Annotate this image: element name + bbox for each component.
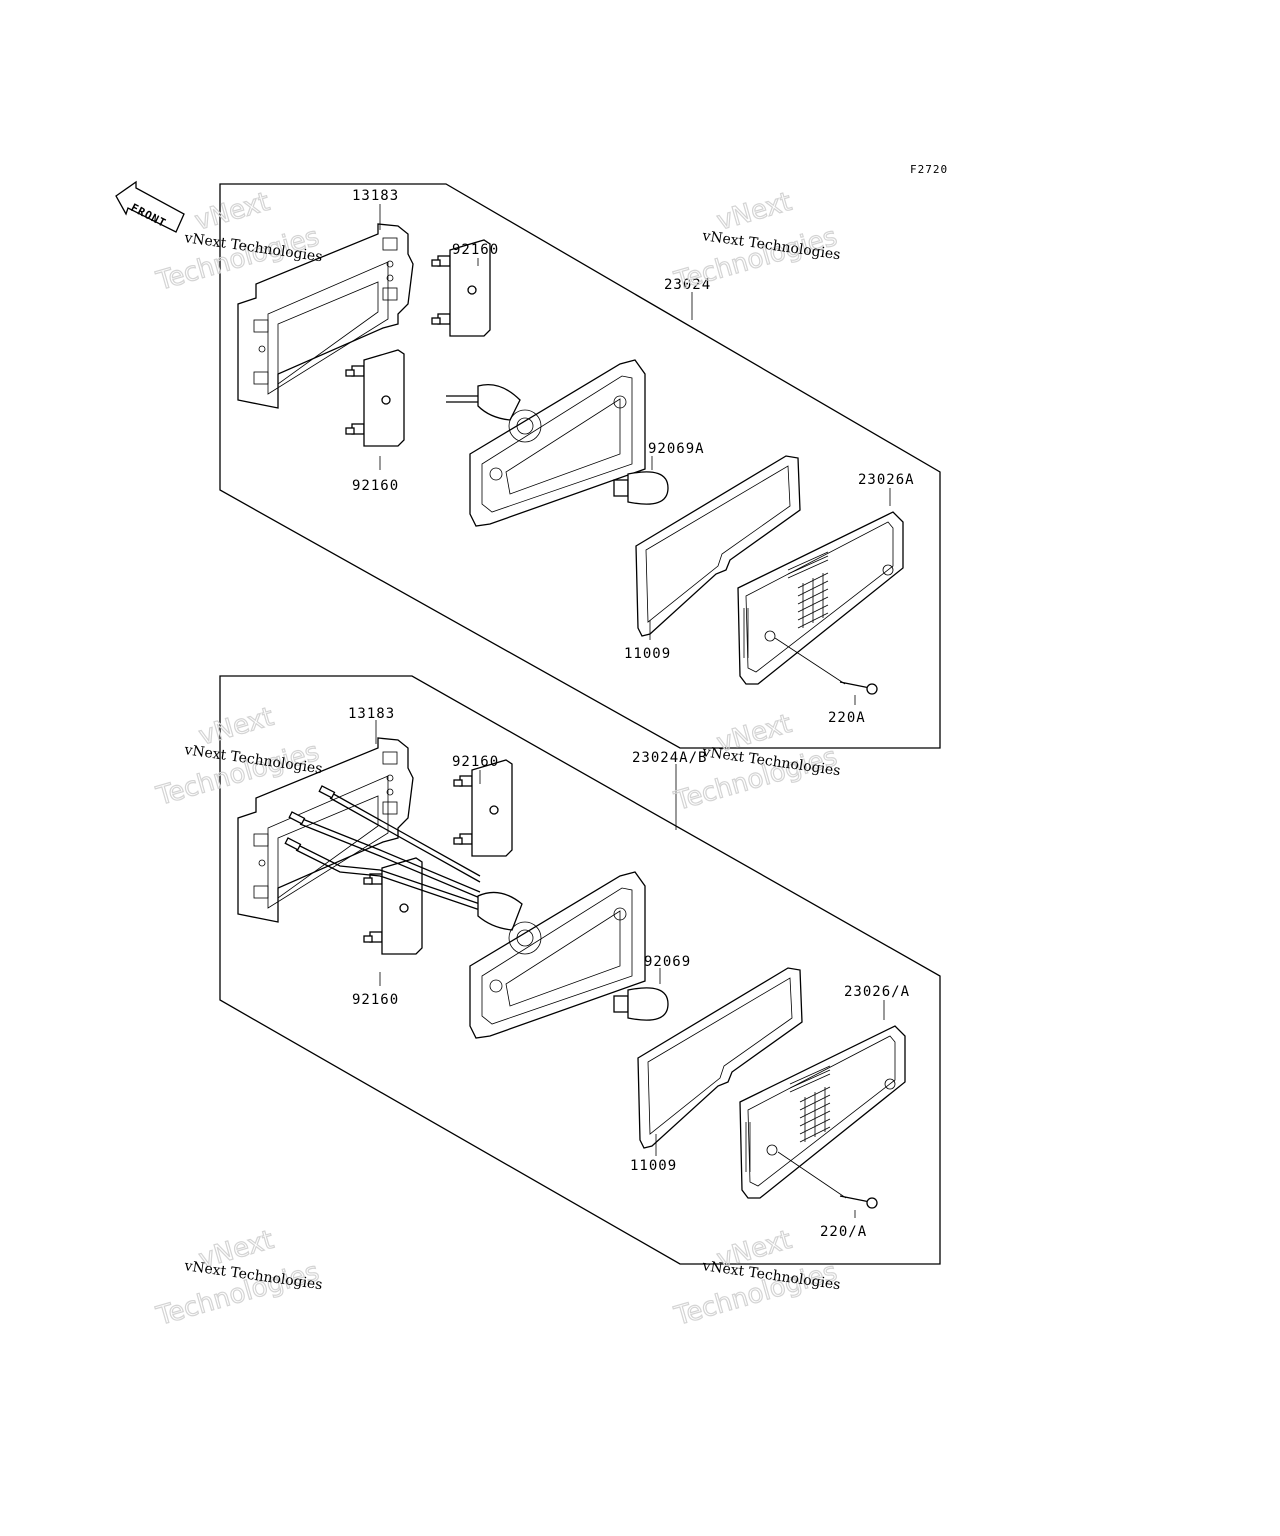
diagram-code: F2720 [910, 163, 948, 176]
assembly-lower-frame [219, 675, 941, 1265]
label-screw-upper: 220A [828, 710, 866, 726]
label-lens-upper: 23026A [858, 472, 915, 488]
assembly-lower: 13183 92160 92160 23024A/B 92069 11009 2… [219, 675, 941, 1265]
housing-upper [469, 359, 646, 527]
screw-upper [839, 681, 878, 695]
grommet-lower-bottom [363, 857, 423, 955]
wire-harness-lower [284, 785, 523, 931]
assembly-upper: 13183 92160 92160 23024 92069A 11009 230… [219, 183, 941, 749]
front-arrow: FRONT [115, 180, 185, 233]
watermark-2: vNext Technologies vNext Technologies [670, 186, 841, 297]
lens-upper [737, 511, 904, 685]
label-gasket-lower: 11009 [630, 1158, 677, 1174]
label-bracket-lower: 13183 [348, 706, 395, 722]
label-grommet-lower-top: 92160 [452, 754, 499, 770]
label-screw-lower: 220/A [820, 1224, 867, 1240]
label-bulb-upper: 92069A [648, 441, 705, 457]
assembly-upper-frame [219, 183, 941, 749]
label-grommet-upper-bottom: 92160 [352, 478, 399, 494]
label-lens-lower: 23026/A [844, 984, 910, 1000]
label-bracket-upper: 13183 [352, 188, 399, 204]
watermark-6: vNext Technologies vNext Technologies [670, 1224, 841, 1332]
label-grommet-lower-bottom: 92160 [352, 992, 399, 1008]
grommet-lower-top [453, 759, 513, 857]
watermark-2-line1: vNext [714, 187, 795, 237]
label-lamp-assy-upper: 23024 [664, 277, 711, 293]
label-grommet-upper-top: 92160 [452, 242, 499, 258]
label-lamp-assy-lower: 23024A/B [632, 750, 707, 766]
lens-lower [739, 1025, 906, 1199]
label-bulb-lower: 92069 [644, 954, 691, 970]
label-gasket-upper: 11009 [624, 646, 671, 662]
watermark-1-line1: vNext [192, 187, 273, 237]
grommet-upper-bottom [345, 349, 405, 447]
watermark-5: vNext Technologies vNext Technologies [152, 1224, 323, 1332]
bulb-lower [613, 987, 669, 1021]
